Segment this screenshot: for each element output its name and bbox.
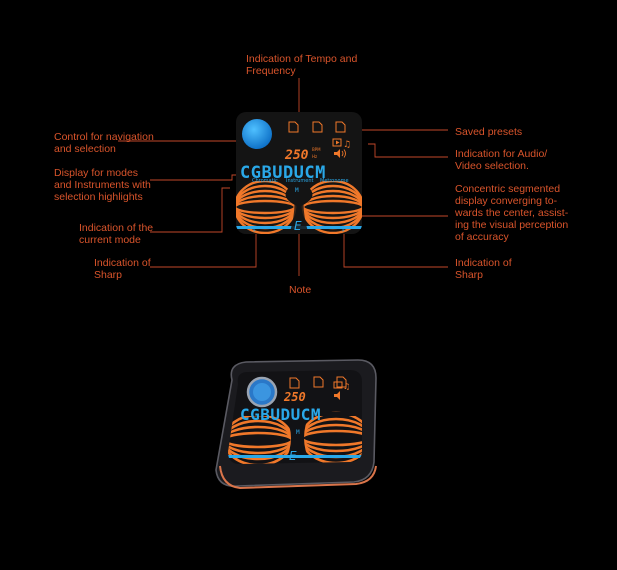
mode-letters: CGBUDUCM (240, 163, 326, 183)
mode-letters-3d: CGBUDUCM (240, 405, 321, 424)
media-icons: ♫ (332, 138, 351, 158)
annotation-note: Note (289, 284, 312, 296)
mode-metronome: Metronome (320, 178, 349, 184)
mode-chromatic: Chromatic (252, 178, 278, 184)
knob-icon[interactable] (242, 119, 272, 149)
device-screen-top: ♫ 250 BPM Hz CGBUDUCM Chromatic Instrume… (236, 112, 362, 234)
svg-text:♫: ♫ (343, 382, 350, 391)
mode-instrument: Instrument (286, 178, 314, 184)
note-display: E (294, 219, 302, 233)
file-2-icon (312, 121, 323, 133)
play-icon (332, 138, 342, 147)
speaker-icon (334, 149, 340, 158)
tempo-value-3d: 250 (283, 390, 306, 404)
preset-icons (288, 121, 346, 133)
annotation-control: Control for navigation and selection (54, 131, 154, 155)
tempo-unit-bottom: Hz (312, 154, 317, 159)
file-1-icon (288, 121, 299, 133)
annotation-current-mode: Indication of the current mode (79, 222, 154, 246)
leader-lines (118, 78, 448, 276)
note-display-3d: E (289, 449, 297, 463)
tempo-unit-top: BPM (312, 147, 321, 152)
device-render-3d: ♫ 250 CGBUDUCM M E (215, 359, 377, 490)
annotation-audio-video: Indication for Audio/ Video selection. (455, 148, 548, 172)
file-3-icon (335, 121, 346, 133)
annotation-sharp-left: Indication of Sharp (94, 257, 151, 281)
tempo-value: 250 (284, 148, 309, 163)
annotation-saved-presets: Saved presets (455, 126, 523, 138)
music-icon: ♫ (343, 140, 351, 150)
annotation-display-modes: Display for modes and Instruments with s… (54, 167, 151, 203)
sharp-left-icon: ♯ (253, 227, 256, 234)
annotation-concentric: Concentric segmented display converging … (455, 183, 569, 243)
annotation-sharp-right: Indication of Sharp (455, 257, 512, 281)
current-mode-3d: M (296, 429, 300, 436)
current-mode-indicator: M (295, 187, 299, 194)
sharp-right-icon: ♯ (342, 227, 345, 234)
annotation-tempo: Indication of Tempo and Frequency (246, 53, 358, 77)
